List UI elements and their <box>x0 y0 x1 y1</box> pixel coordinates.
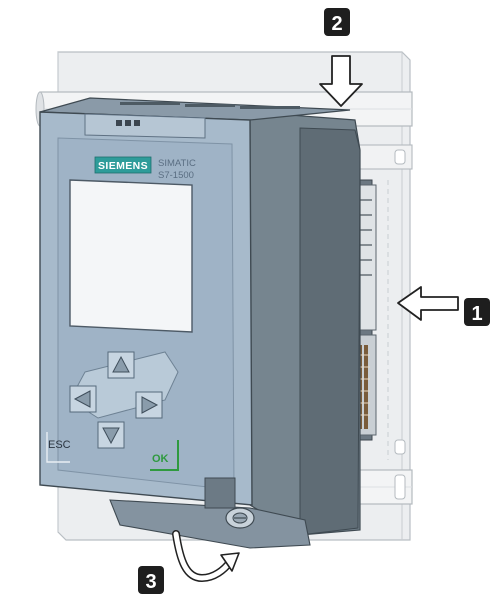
arrow-swing-icon <box>172 530 240 583</box>
arrow-down-icon <box>97 421 125 449</box>
arrow-down-push-icon <box>319 55 363 107</box>
callout-badge-3: 3 <box>138 566 164 594</box>
callout-badge-2: 2 <box>324 8 350 36</box>
fixing-screw-icon <box>225 507 255 529</box>
arrow-left-icon <box>69 385 97 413</box>
callout-number-3: 3 <box>145 571 156 593</box>
product-line-1: SIMATIC <box>158 158 196 169</box>
arrow-up-icon <box>107 351 135 379</box>
status-led-group <box>116 120 140 126</box>
ok-label: OK <box>152 453 169 465</box>
brand-logo <box>94 156 152 174</box>
callout-number-1: 1 <box>471 303 482 325</box>
product-line-2: S7-1500 <box>158 170 194 181</box>
display-screen <box>69 179 193 333</box>
callout-number-2: 2 <box>331 13 342 35</box>
esc-key: ESC <box>46 432 71 463</box>
brand-text: SIEMENS <box>98 160 148 172</box>
callout-badge-1: 1 <box>464 298 490 326</box>
arrow-right-icon <box>135 391 163 419</box>
navigation-keypad <box>69 351 179 449</box>
cpu-module: SIEMENS SIMATIC S7-1500 <box>39 97 361 549</box>
ok-key: OK <box>150 440 179 471</box>
esc-label: ESC <box>48 439 71 451</box>
arrow-left-push-icon <box>397 286 459 321</box>
